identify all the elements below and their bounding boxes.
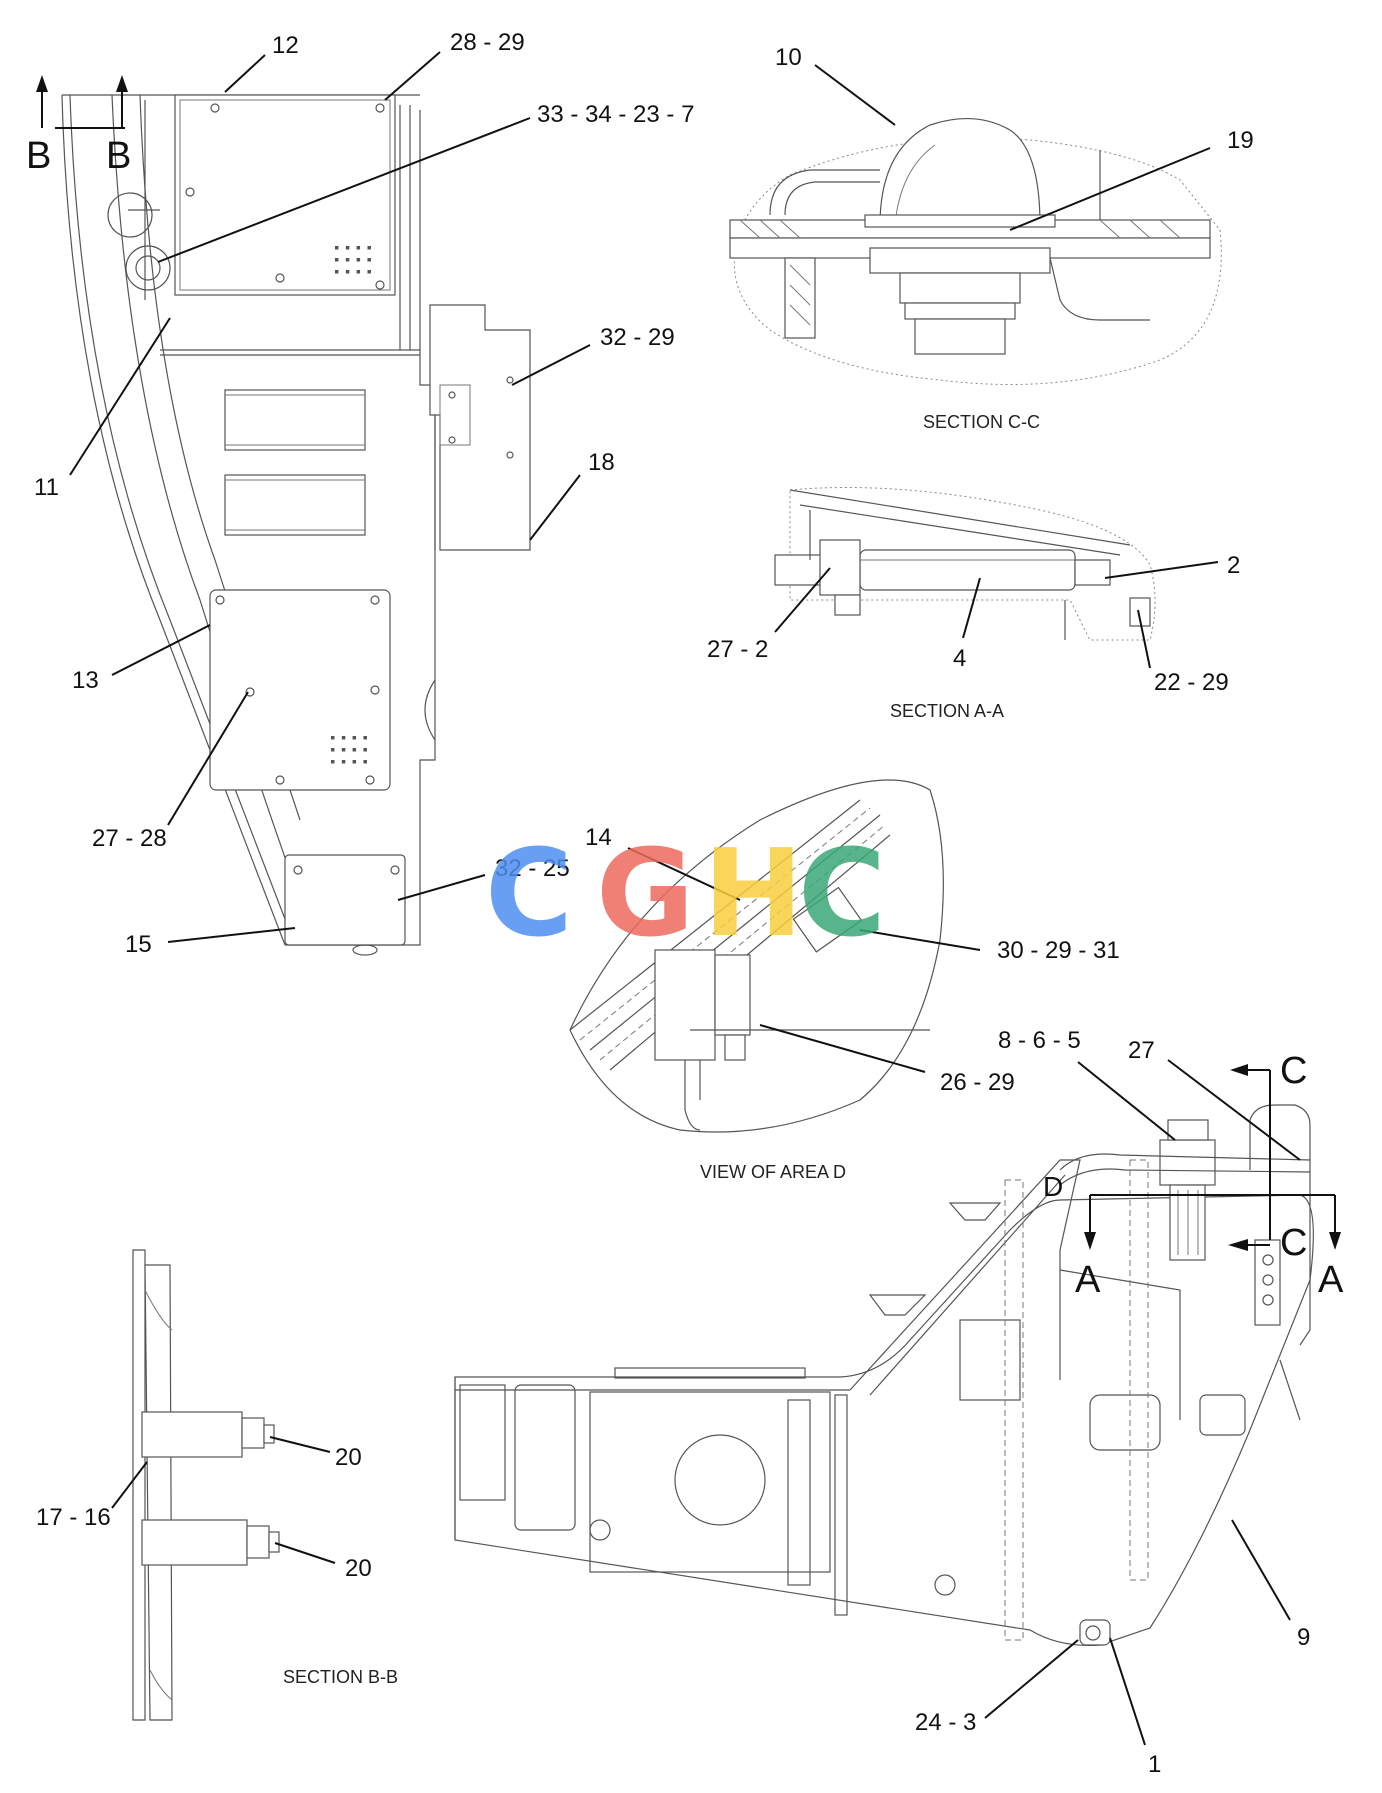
callout-26-29: 26 - 29 [940, 1069, 1015, 1096]
cut-letter-c-mid: C [1280, 1222, 1307, 1264]
section-a-a-view [774, 487, 1156, 641]
main-callouts: 12 28 - 29 33 - 34 - 23 - 7 32 - 29 11 1… [34, 29, 694, 958]
callout-32-29: 32 - 29 [600, 324, 675, 351]
cut-letter-c-top: C [1280, 1050, 1307, 1092]
watermark-letter-c1: C [485, 825, 573, 964]
svg-text:▪ ▪ ▪ ▪: ▪ ▪ ▪ ▪ [334, 243, 372, 253]
svg-text:▪ ▪ ▪ ▪: ▪ ▪ ▪ ▪ [334, 267, 372, 277]
callout-17-16: 17 - 16 [36, 1504, 111, 1531]
section-c-c-title: SECTION C-C [923, 412, 1040, 432]
section-b-b-view [132, 1249, 280, 1721]
bracket-18 [429, 304, 531, 551]
vent-grid-upper: ▪ ▪ ▪ ▪ ▪ ▪ ▪ ▪ ▪ ▪ ▪ ▪ [334, 243, 372, 277]
callout-30-29-31: 30 - 29 - 31 [997, 937, 1120, 964]
filter-upper [224, 389, 366, 451]
callout-20-lower: 20 [345, 1555, 372, 1582]
callout-32-25: 32 - 25 [495, 855, 570, 882]
rod-4 [859, 549, 1076, 591]
callout-15: 15 [125, 931, 152, 958]
watermark-logo: C G H C [485, 825, 886, 964]
main-panel-view: ▪ ▪ ▪ ▪ ▪ ▪ ▪ ▪ ▪ ▪ ▪ ▪ [61, 94, 531, 956]
fitting-upper [141, 1411, 243, 1458]
plug-1 [1079, 1619, 1111, 1646]
fitting-lower [141, 1519, 248, 1566]
panel-12 [174, 94, 396, 296]
callout-12: 12 [272, 32, 299, 59]
callout-18: 18 [588, 449, 615, 476]
callout-27-2: 27 - 2 [707, 636, 768, 663]
cut-letter-b-left: B [26, 135, 51, 177]
component-8-6-5 [1159, 1139, 1216, 1186]
callout-2: 2 [1227, 552, 1240, 579]
callout-24-3: 24 - 3 [915, 1709, 976, 1736]
cut-b-b: B B [26, 75, 131, 177]
section-a-a-title: SECTION A-A [890, 701, 1004, 721]
svg-text:▪ ▪ ▪ ▪: ▪ ▪ ▪ ▪ [330, 757, 368, 767]
panel-13 [209, 589, 391, 791]
lower-callouts: 8 - 6 - 5 27 9 24 - 3 1 [915, 1027, 1310, 1778]
callout-20-upper: 20 [335, 1444, 362, 1471]
callout-22-29: 22 - 29 [1154, 669, 1229, 696]
callout-19: 19 [1227, 127, 1254, 154]
area-d-title: VIEW OF AREA D [700, 1162, 846, 1182]
callout-13: 13 [72, 667, 99, 694]
watermark-letter-c2: C [798, 825, 886, 964]
vent-grid-lower: ▪ ▪ ▪ ▪ ▪ ▪ ▪ ▪ ▪ ▪ ▪ ▪ [330, 733, 368, 767]
callout-9: 9 [1297, 1624, 1310, 1651]
svg-text:▪ ▪ ▪ ▪: ▪ ▪ ▪ ▪ [334, 255, 372, 265]
svg-text:▪ ▪ ▪ ▪: ▪ ▪ ▪ ▪ [330, 733, 368, 743]
callout-28-29: 28 - 29 [450, 29, 525, 56]
washer-19 [864, 214, 1056, 228]
section-b-b-title: SECTION B-B [283, 1667, 398, 1687]
watermark-letter-h: H [703, 825, 803, 964]
callout-1: 1 [1148, 1751, 1161, 1778]
callout-11: 11 [34, 474, 59, 501]
lower-assembly-view [454, 1104, 1314, 1647]
cut-letter-a-right: A [1318, 1259, 1344, 1301]
dome-10 [879, 118, 1041, 226]
section-c-c-view [729, 118, 1222, 385]
panel-15 [284, 854, 406, 946]
callout-33-34-23-7: 33 - 34 - 23 - 7 [537, 101, 694, 128]
area-d-view [569, 779, 944, 1133]
cut-letter-b-right: B [106, 135, 131, 177]
callout-27: 27 [1128, 1037, 1155, 1064]
cut-letter-d: D [1043, 1171, 1063, 1202]
callout-14: 14 [585, 824, 612, 851]
callout-4: 4 [953, 645, 966, 672]
callout-27-28: 27 - 28 [92, 825, 167, 852]
watermark-letter-g: G [596, 825, 695, 964]
filter-lower [224, 474, 366, 536]
svg-text:▪ ▪ ▪ ▪: ▪ ▪ ▪ ▪ [330, 745, 368, 755]
callout-8-6-5: 8 - 6 - 5 [998, 1027, 1081, 1054]
cut-lines-lower: C C A A D [1043, 1050, 1344, 1301]
callout-10: 10 [775, 44, 802, 71]
cut-letter-a-left: A [1075, 1259, 1101, 1301]
